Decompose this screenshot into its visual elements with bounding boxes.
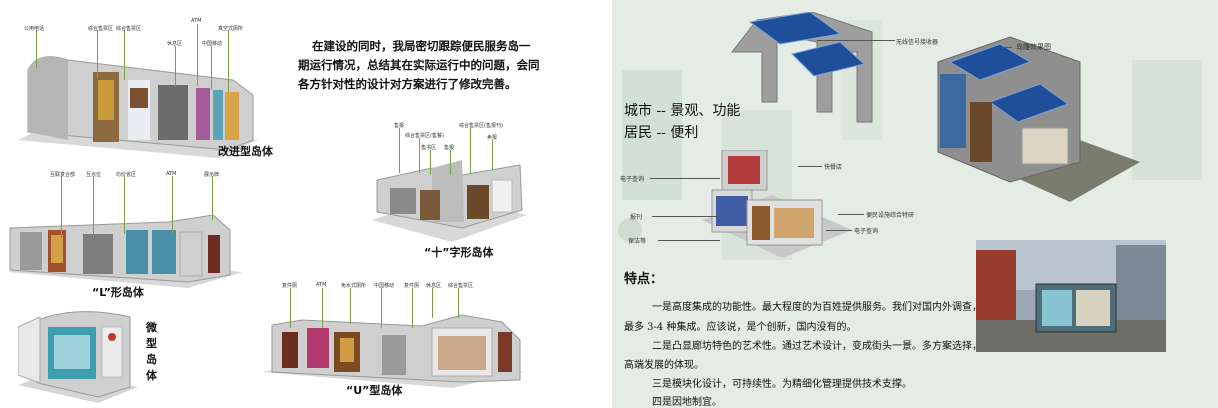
label-L-2: 互点位 (86, 172, 102, 178)
U-kiosk-render (262, 314, 524, 388)
label-cross-5: 综合售票区(售报刊) (459, 123, 503, 129)
label-L-1: 互联复合部 (50, 172, 76, 178)
caption-U-island: “U”型岛体 (346, 384, 403, 397)
label-cleaning: 保洁等 (628, 238, 647, 245)
island-effect-render (937, 36, 1140, 202)
L-kiosk-render (8, 214, 243, 288)
label-L-3: 均价省区 (116, 172, 137, 178)
label-atm: ATM (191, 18, 202, 24)
label-U-7: 综合售票区 (448, 283, 474, 289)
label-cross-4: 售报 (444, 145, 455, 151)
features-title: 特点： (624, 272, 664, 287)
label-convenience: 便民设施综合特研 (866, 212, 915, 219)
label-U-6: 休息区 (426, 283, 442, 289)
micro-kiosk-render (18, 311, 138, 403)
label-U-3: 免水式厕所 (341, 283, 367, 289)
label-e-query-1: 电子查询 (620, 176, 645, 183)
improved-kiosk-render (18, 56, 258, 158)
label-rest-area: 休息区 (167, 41, 183, 47)
intro-paragraph: 在建设的同时，我局密切跟踪便民服务岛一 期运行情况，总结其在实际运行中的问题，会… (298, 39, 540, 91)
feature-line-6: 四是因地制宜。 (652, 397, 722, 408)
label-public-phone: 公用电话 (24, 26, 45, 32)
right-page: 无线信号接收器 岛雕效果图 城市 -- 景观、功能 居民 -- 便利 快餐店 电… (612, 0, 1218, 408)
label-vacuum-toilet: 真空式厕所 (218, 26, 244, 32)
label-cross-3: 售书区 (421, 145, 437, 151)
feature-line-2: 最多 3-4 种集成。应该说，是个创新，国内没有的。 (624, 322, 857, 333)
label-cross-2: 综合售票区(售餐) (405, 133, 444, 139)
label-wireless-receiver: 无线信号接收器 (896, 39, 939, 46)
label-U-4: 中国移动 (374, 283, 395, 289)
street-photo (976, 240, 1166, 352)
left-page: 公用电话 综合售票区 综合售票区 休息区 ATM 中国移动 真空式厕所 改进型岛… (0, 0, 600, 408)
label-island-render: 岛雕效果图 (1016, 43, 1051, 51)
label-e-query-2: 电子查询 (854, 228, 879, 235)
label-L-5: 展示牌 (204, 172, 220, 178)
caption-L-island: “L”形岛体 (92, 286, 144, 299)
label-cross-6: 卖报 (487, 135, 498, 141)
feature-line-3: 二是凸显廊坊特色的艺术性。通过艺术设计，变成街头一景。多方案选择， (652, 341, 982, 352)
label-U-5: 复件厕 (404, 283, 420, 289)
feature-line-4: 高端发展的体现。 (624, 360, 704, 371)
label-ticket-area-1: 综合售票区 (88, 26, 114, 32)
cross-kiosk-render (372, 160, 527, 242)
label-newspaper: 报刊 (630, 214, 643, 221)
feature-line-5: 三是模块化设计，可持续性。为精细化管理提供技术支撑。 (652, 379, 912, 390)
label-U-1: 复件厕 (282, 283, 298, 289)
solar-shelter-render (730, 12, 873, 123)
label-china-mobile: 中国移动 (202, 41, 223, 47)
label-ticket-area-2: 综合售票区 (116, 26, 142, 32)
label-U-atm: ATM (316, 282, 327, 288)
feature-line-1: 一是高度集成的功能性。最大程度的为百姓提供服务。我们对国内外调查， (652, 302, 982, 313)
caption-cross-island: “十”字形岛体 (424, 246, 494, 259)
label-cross-1: 售报 (394, 123, 405, 129)
caption-micro-island: 微 型 岛 体 (146, 321, 157, 382)
caption-improved-island: 改进型岛体 (218, 145, 273, 158)
exploded-kiosk-render (702, 150, 852, 258)
heading-city: 城市 -- 景观、功能 (624, 103, 741, 119)
heading-residents: 居民 -- 便利 (624, 125, 699, 141)
label-fast-food: 快餐店 (824, 164, 843, 171)
label-L-atm: ATM (166, 171, 177, 177)
